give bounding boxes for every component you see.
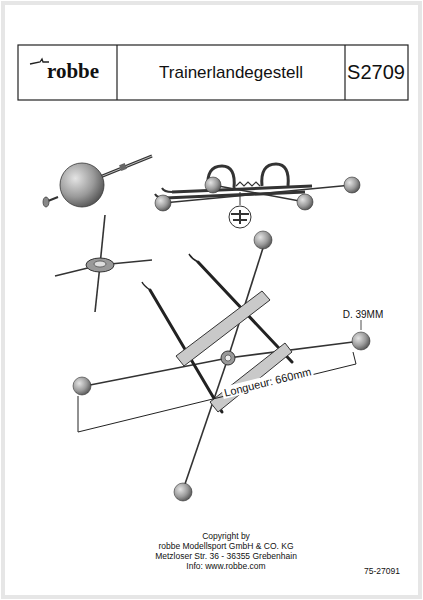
copyright-line: Copyright by bbox=[202, 532, 250, 541]
sheet-title: Trainerlandegestell bbox=[159, 64, 303, 83]
diameter-dimension: D. 39MM bbox=[343, 309, 384, 320]
company-name: robbe Modellsport GmbH & CO. KG bbox=[158, 542, 293, 551]
part-number: S2709 bbox=[347, 61, 405, 83]
document-number: 75-27091 bbox=[364, 567, 400, 576]
company-address: Metzloser Str. 36 - 36355 Grebenhain bbox=[155, 552, 297, 561]
company-website: Info: www.robbe.com bbox=[186, 562, 265, 571]
brand-logo: robbe bbox=[47, 60, 99, 83]
